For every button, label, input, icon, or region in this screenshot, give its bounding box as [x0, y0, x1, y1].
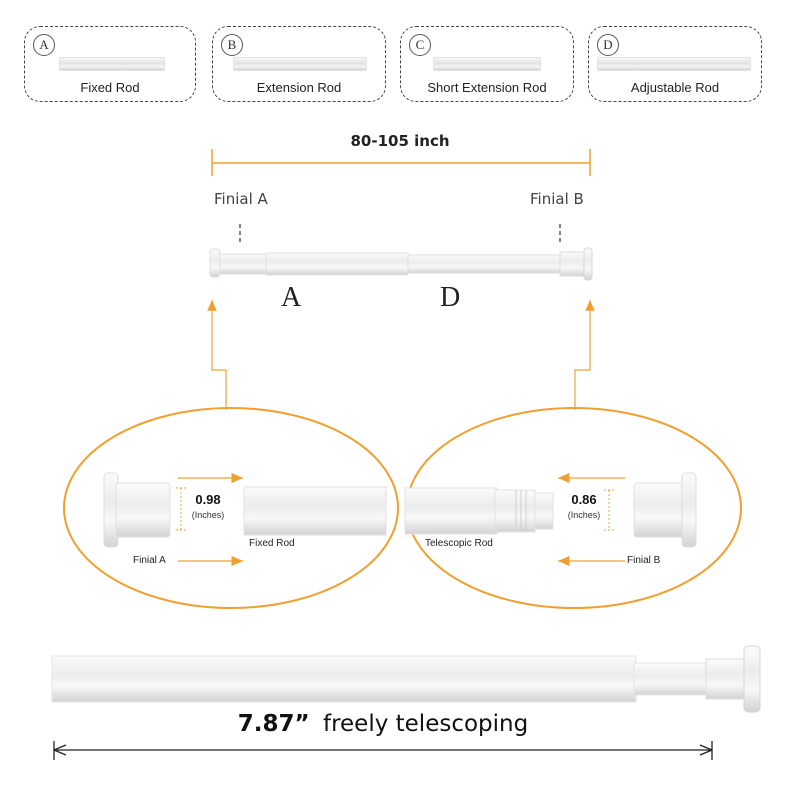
short-extension-rod-image: [433, 57, 541, 71]
variant-badge: D: [597, 34, 619, 56]
telescoping-text: freely telescoping: [322, 711, 529, 737]
telescopic-rod-label: Telescopic Rod: [425, 538, 493, 549]
telescoping-caption: 7.87” freely telescoping: [150, 711, 616, 737]
finial-b-detail-label: Finial B: [627, 555, 661, 566]
variant-card-c: C Short Extension Rod: [400, 26, 574, 102]
variant-card-d: D Adjustable Rod: [588, 26, 762, 102]
finial-a-label: Finial A: [214, 190, 268, 208]
part-d-label: D: [440, 282, 461, 313]
right-connector-arrow: [574, 300, 595, 410]
fixed-rod-image: [59, 57, 165, 71]
variant-label: Extension Rod: [256, 80, 342, 95]
fixed-rod-closeup: [243, 486, 387, 536]
assembled-rod: [209, 247, 593, 281]
left-detail-ellipse: [63, 407, 399, 609]
variant-card-b: B Extension Rod: [212, 26, 386, 102]
right-diameter-unit: (Inches): [567, 510, 601, 520]
telescopic-rod-closeup: [404, 487, 554, 535]
variant-label: Fixed Rod: [80, 80, 140, 95]
length-label: 80-105 inch: [350, 132, 450, 150]
part-a-label: A: [281, 282, 302, 313]
finial-b-label: Finial B: [530, 190, 584, 208]
finial-a-closeup: [103, 472, 171, 548]
variant-label: Adjustable Rod: [630, 80, 720, 95]
full-rod-closeup: [51, 645, 761, 713]
left-connector-arrow: [207, 300, 227, 410]
bottom-dimension-line: [53, 741, 713, 760]
right-diameter-value: 0.86: [571, 492, 597, 507]
finial-a-detail-label: Finial A: [133, 555, 166, 566]
variant-badge: C: [409, 34, 431, 56]
right-diameter-marker: [604, 489, 614, 531]
variant-card-a: A Fixed Rod: [24, 26, 196, 102]
length-dimension: [211, 149, 591, 176]
left-diameter-marker: [176, 487, 186, 531]
variant-badge: B: [221, 34, 243, 56]
extension-rod-image: [233, 57, 367, 71]
telescoping-value: 7.87”: [237, 711, 310, 737]
left-diameter-value: 0.98: [195, 492, 221, 507]
variant-badge: A: [33, 34, 55, 56]
variant-label: Short Extension Rod: [427, 80, 547, 95]
finial-b-closeup: [633, 472, 697, 548]
fixed-rod-label: Fixed Rod: [249, 538, 295, 549]
adjustable-rod-image: [597, 57, 751, 71]
left-diameter-unit: (Inches): [191, 510, 225, 520]
